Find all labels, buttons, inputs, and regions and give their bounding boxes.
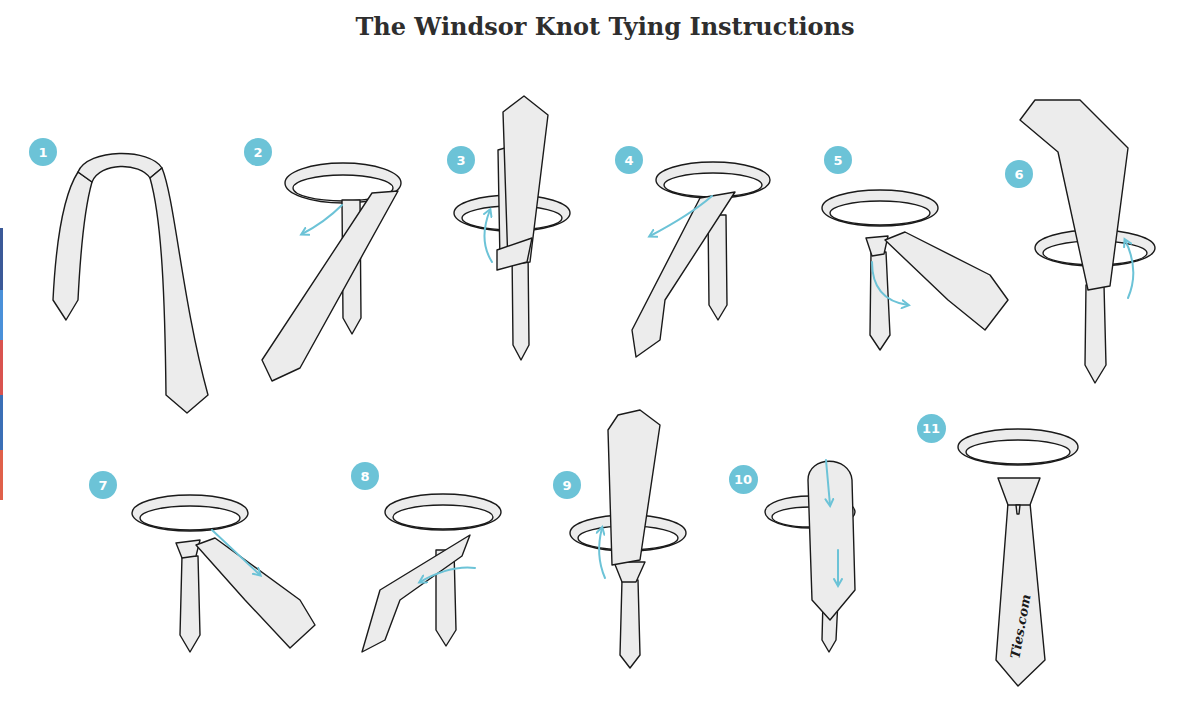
step-number-circle: 6 <box>1005 160 1033 188</box>
callout-number: 10 <box>734 473 752 486</box>
callout-number: 2 <box>253 146 262 159</box>
step-number-circle: 7 <box>89 471 117 499</box>
callout-number: 11 <box>922 422 940 435</box>
step-10-drawing <box>765 460 855 652</box>
step-number-circle: 9 <box>553 471 581 499</box>
callout-number: 4 <box>624 154 633 167</box>
step-number-circle: 10 <box>729 465 758 494</box>
step-7-drawing <box>132 495 315 652</box>
callout-number: 6 <box>1014 168 1023 181</box>
callout-number: 8 <box>360 470 369 483</box>
step-11-drawing <box>958 429 1078 686</box>
side-strips <box>0 228 3 500</box>
step-number-circle: 4 <box>615 146 643 174</box>
step-5-drawing <box>822 190 1008 350</box>
step-number-circle: 2 <box>244 138 272 166</box>
callout-number: 5 <box>833 154 842 167</box>
step-number-circle: 1 <box>29 138 57 166</box>
step-number-circle: 5 <box>824 146 852 174</box>
step-2-drawing <box>262 163 401 381</box>
step-8-drawing <box>362 494 501 652</box>
callout-number: 9 <box>562 479 571 492</box>
step-1-drawing <box>53 153 208 413</box>
callout-number: 3 <box>456 154 465 167</box>
step-number-circle: 11 <box>917 414 946 443</box>
page-title: The Windsor Knot Tying Instructions <box>0 12 1200 41</box>
callout-number: 7 <box>98 479 107 492</box>
step-number-circle: 8 <box>351 462 379 490</box>
step-3-drawing <box>454 96 570 360</box>
step-9-drawing <box>570 410 686 668</box>
step-4-drawing <box>632 162 770 357</box>
callout-number: 1 <box>38 146 47 159</box>
step-6-drawing <box>1020 100 1155 383</box>
step-number-circle: 3 <box>447 146 475 174</box>
